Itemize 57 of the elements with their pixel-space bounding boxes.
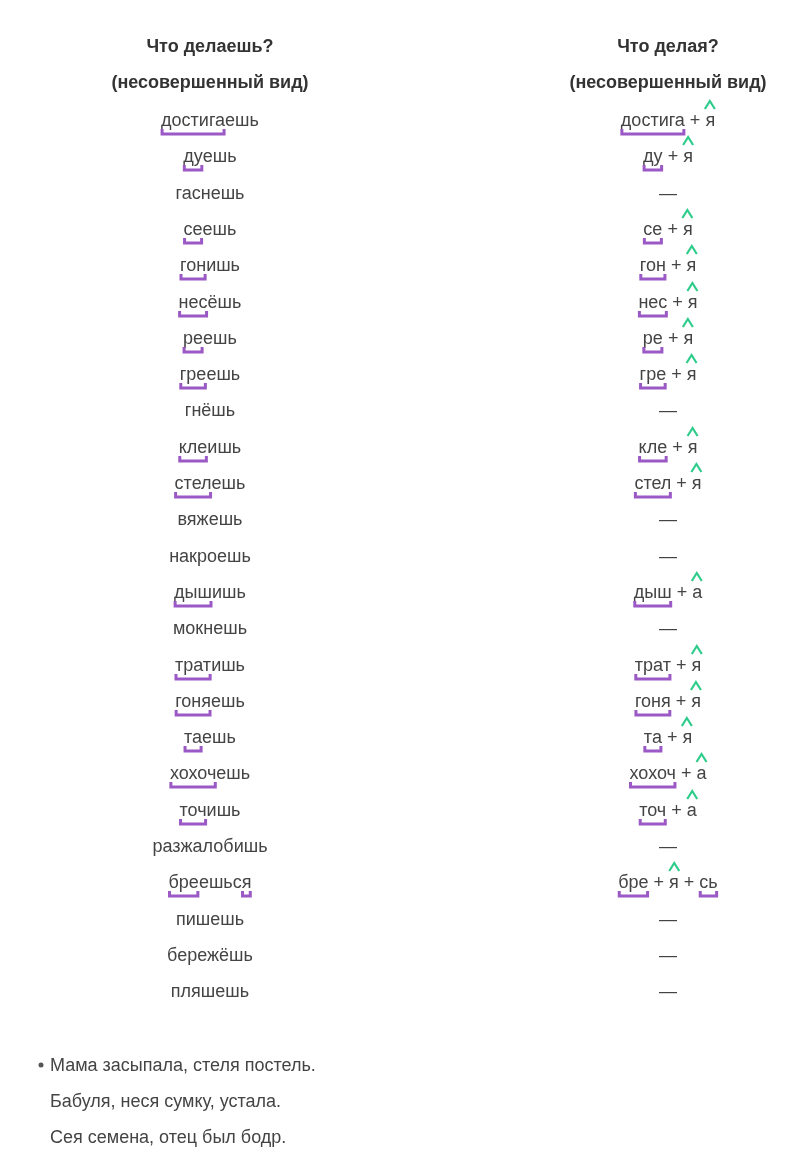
word: греешь	[179, 363, 241, 386]
word: гон + я	[639, 254, 697, 277]
column-subheading: (несовершенный вид)	[111, 71, 309, 93]
word: ре + я	[642, 326, 694, 349]
word: —	[659, 181, 677, 204]
sentence: Сея семена, отец был бодр.	[50, 1126, 287, 1148]
word: мокнешь	[173, 617, 247, 640]
word: гоняешь	[175, 689, 245, 712]
word: достигаешь	[161, 109, 259, 131]
word: пляшешь	[170, 980, 250, 1003]
word: трат + я	[634, 653, 702, 676]
word: —	[659, 835, 677, 857]
word: стел + я	[634, 472, 702, 494]
word: тратишь	[175, 653, 245, 676]
word: —	[659, 907, 677, 930]
word: гре + я	[639, 363, 697, 386]
word: бреешься	[168, 871, 252, 894]
word: вяжешь	[177, 508, 243, 531]
word: накроешь	[169, 544, 251, 567]
word: —	[659, 980, 677, 1003]
word: та + я	[643, 726, 693, 749]
word: —	[659, 508, 677, 531]
word: хохоч + а	[629, 762, 707, 785]
word: гаснешь	[175, 181, 245, 204]
word: гонишь	[180, 254, 240, 277]
word: разжалобишь	[152, 835, 268, 857]
word: клеишь	[178, 435, 242, 458]
column-subheading: (несовершенный вид)	[569, 71, 767, 93]
word: достига + я	[620, 109, 716, 131]
word: —	[659, 544, 677, 567]
word: дышишь	[174, 580, 246, 603]
sentence: Мама засыпала, стеля постель.	[50, 1054, 316, 1076]
word: гоня + я	[634, 689, 702, 712]
word: таешь	[184, 726, 236, 749]
column-heading: Что делаешь?	[146, 35, 274, 57]
word: —	[659, 399, 677, 422]
word: точ + а	[639, 798, 697, 821]
word: кле + я	[638, 435, 698, 458]
word: несёшь	[178, 290, 242, 313]
word: ду + я	[643, 145, 693, 168]
word: гнёшь	[184, 399, 236, 422]
word: бре + я + сь	[618, 871, 718, 894]
word: —	[659, 617, 677, 640]
word: реешь	[183, 326, 237, 349]
word: дыш + а	[633, 580, 703, 603]
word: дуешь	[183, 145, 237, 168]
sentence: Бабуля, неся сумку, устала.	[50, 1090, 282, 1112]
word: хохочешь	[169, 762, 251, 785]
word: нес + я	[638, 290, 698, 313]
word: —	[659, 943, 677, 966]
word: точишь	[179, 798, 241, 821]
column-heading: Что делая?	[617, 35, 719, 57]
word: се + я	[643, 217, 693, 240]
word: стелешь	[174, 472, 246, 494]
word: бережёшь	[167, 943, 253, 966]
word: пишешь	[175, 907, 245, 930]
word: сеешь	[183, 217, 237, 240]
